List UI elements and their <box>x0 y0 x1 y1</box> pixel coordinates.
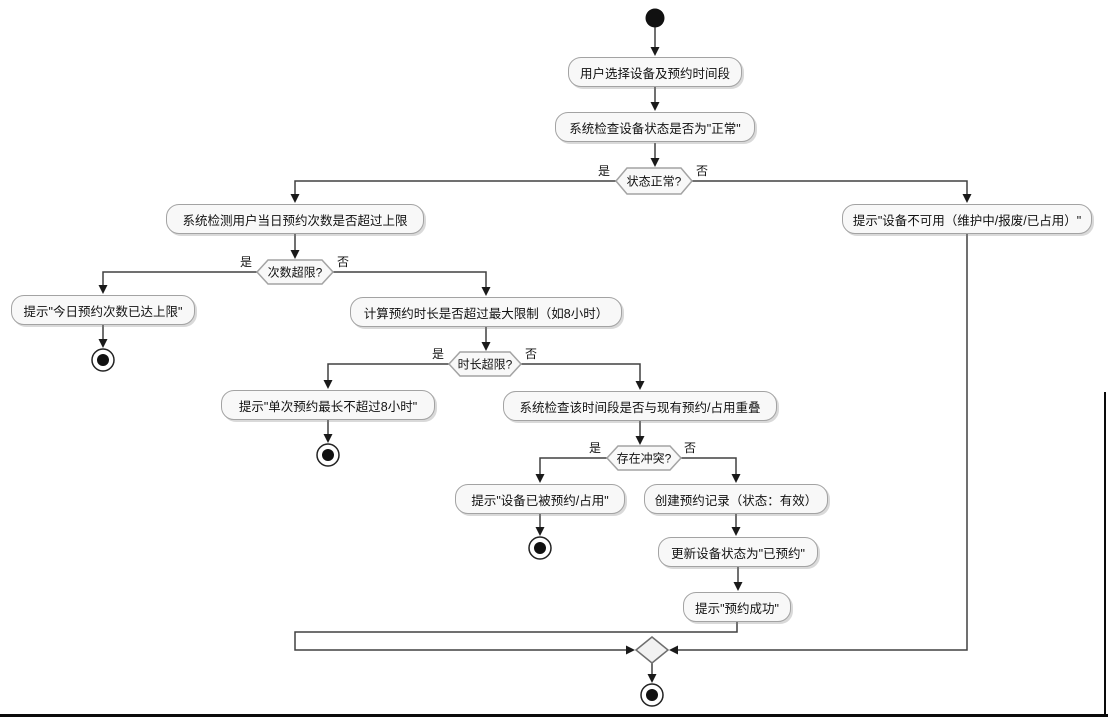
activity-select-device: 用户选择设备及预约时间段 <box>568 57 742 87</box>
activity-limit-reached-notice: 提示"今日预约次数已达上限" <box>11 295 195 325</box>
branch-no-duration-over: 否 <box>524 347 538 361</box>
decision-count-over-shape <box>255 259 335 285</box>
start-node <box>645 8 665 28</box>
decision-status-ok-label: 状态正常? <box>626 174 682 189</box>
activity-update-status: 更新设备状态为"已预约" <box>658 537 818 567</box>
window-right-edge <box>1104 392 1106 716</box>
merge-node <box>634 636 670 664</box>
decision-conflict-shape <box>605 445 683 471</box>
end-node-occupied <box>528 536 552 560</box>
branch-no-conflict: 否 <box>683 441 697 455</box>
end-node-limit <box>91 348 115 372</box>
activity-calc-duration: 计算预约时长是否超过最大限制（如8小时） <box>350 297 622 327</box>
end-node-duration <box>316 443 340 467</box>
activity-unavailable-notice: 提示"设备不可用（维护中/报废/已占用）" <box>842 204 1092 234</box>
branch-no-count-over: 否 <box>336 255 350 269</box>
activity-check-status: 系统检查设备状态是否为"正常" <box>555 112 755 142</box>
window-bottom-edge <box>0 714 1108 717</box>
activity-create-record: 创建预约记录（状态：有效） <box>644 484 828 514</box>
branch-yes-status-ok: 是 <box>597 164 611 178</box>
connector-edges <box>102 27 968 674</box>
activity-check-daily-count: 系统检测用户当日预约次数是否超过上限 <box>166 204 424 234</box>
activity-duration-notice: 提示"单次预约最长不超过8小时" <box>221 390 435 420</box>
branch-no-status-ok: 否 <box>695 164 709 178</box>
branch-yes-count-over: 是 <box>239 255 253 269</box>
decision-duration-over-label: 时长超限? <box>457 357 513 372</box>
branch-yes-duration-over: 是 <box>431 347 445 361</box>
decision-conflict-label: 存在冲突? <box>616 451 672 466</box>
arrowheads <box>98 47 972 683</box>
branch-yes-conflict: 是 <box>588 441 602 455</box>
activity-check-overlap: 系统检查该时间段是否与现有预约/占用重叠 <box>503 391 777 421</box>
activity-success-notice: 提示"预约成功" <box>683 592 791 622</box>
end-node-final <box>640 683 664 707</box>
activity-occupied-notice: 提示"设备已被预约/占用" <box>455 484 625 514</box>
decision-duration-over-shape <box>447 351 523 377</box>
decision-status-ok-shape <box>615 167 693 195</box>
decision-count-over-label: 次数超限? <box>267 265 323 280</box>
